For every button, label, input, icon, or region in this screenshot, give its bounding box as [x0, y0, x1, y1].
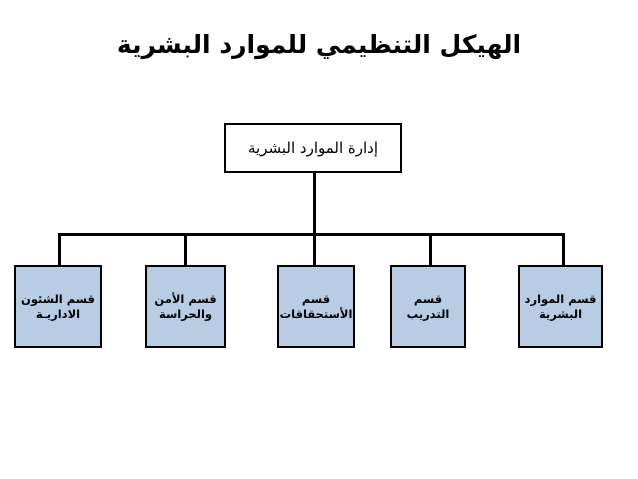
- connector-drop-5: [562, 233, 565, 265]
- org-node-dept-administrative-affairs[interactable]: قسم الشئون الاداريـة: [14, 265, 102, 348]
- connector-drop-2: [184, 233, 187, 265]
- org-node-root-label: إدارة الموارد البشرية: [247, 138, 379, 157]
- org-node-dept-entitlements-label: قسم الأستحقاقات: [279, 292, 353, 321]
- org-node-dept-human-resources[interactable]: قسم الموارد البشرية: [518, 265, 603, 348]
- org-node-dept-administrative-affairs-label: قسم الشئون الاداريـة: [21, 292, 95, 321]
- connector-drop-3: [313, 233, 316, 265]
- org-node-dept-training[interactable]: قسم التدريب: [390, 265, 466, 348]
- connector-drop-4: [429, 233, 432, 265]
- connector-root-stem: [313, 173, 316, 235]
- org-node-dept-human-resources-label: قسم الموارد البشرية: [524, 292, 597, 321]
- connector-drop-1: [58, 233, 61, 265]
- org-node-root[interactable]: إدارة الموارد البشرية: [224, 123, 402, 173]
- org-node-dept-training-label: قسم التدريب: [406, 292, 450, 321]
- org-node-dept-security-guarding[interactable]: قسم الأمن والحراسة: [145, 265, 226, 348]
- connector-horizontal-bus: [58, 233, 565, 236]
- org-node-dept-entitlements[interactable]: قسم الأستحقاقات: [277, 265, 355, 348]
- page-title: الهيكل التنظيمي للموارد البشرية: [116, 30, 522, 59]
- org-node-dept-security-guarding-label: قسم الأمن والحراسة: [154, 292, 217, 321]
